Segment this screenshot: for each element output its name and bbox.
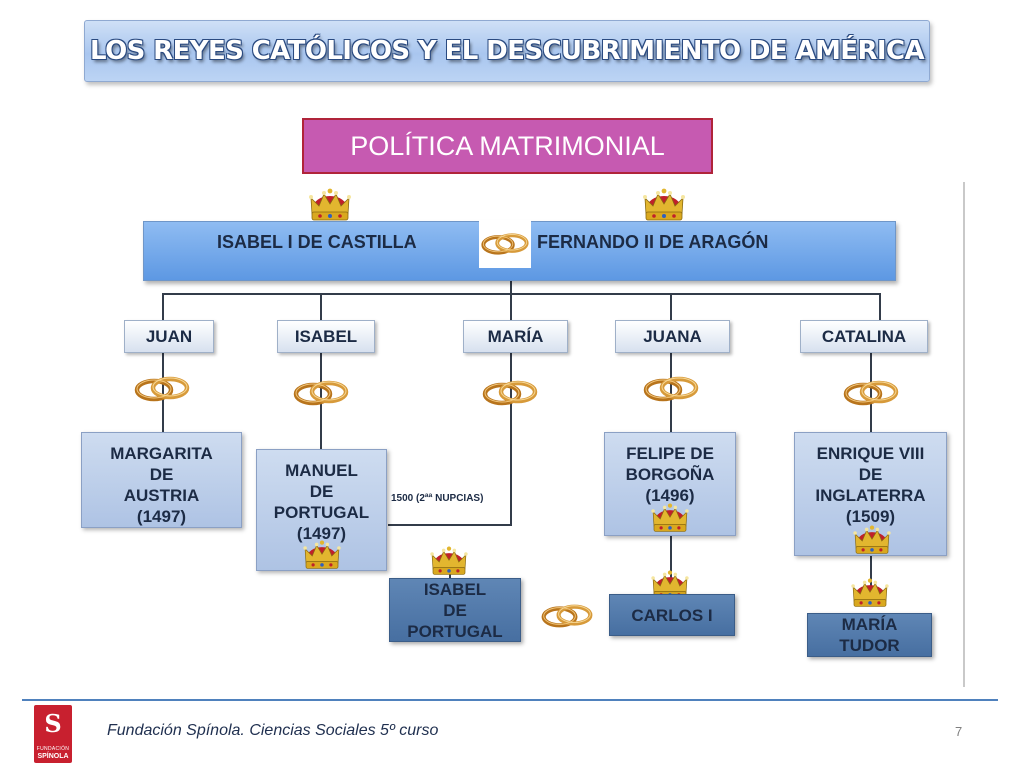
wedding-rings-icon — [537, 602, 597, 630]
descendant-text-line: CARLOS I — [631, 605, 713, 625]
child-isabel: ISABEL — [277, 320, 375, 353]
descendant-text-line: MARÍA — [841, 615, 898, 634]
logo-line2: SPÍNOLA — [37, 753, 69, 760]
connector-line — [510, 280, 512, 294]
page-title: LOS REYES CATÓLICOS Y EL DESCUBRIMIENTO … — [90, 36, 925, 66]
spouse-text-line: BORGOÑA — [625, 465, 715, 484]
connector-line — [670, 293, 672, 321]
section-title: POLÍTICA MATRIMONIAL — [350, 130, 665, 161]
logo-line1: FUNDACIÓN — [36, 746, 70, 752]
descendant-isabel-de-portugal: ISABEL DE PORTUGAL — [389, 578, 521, 642]
spouse-text-line: ENRIQUE VIII — [816, 444, 925, 463]
crown-icon — [308, 188, 352, 224]
wedding-rings-icon — [641, 374, 701, 404]
crown-icon — [302, 540, 342, 572]
right-divider — [963, 182, 965, 687]
spouse-text-line: (1497) — [136, 507, 187, 526]
connector-line — [870, 556, 872, 588]
second-marriage-note: 1500 (2ªª NUPCIAS) — [391, 493, 484, 504]
logo-monogram: S — [44, 709, 62, 738]
child-catalina: CATALINA — [800, 320, 928, 353]
spouse-text-line: DE — [149, 465, 174, 484]
footer-text: Fundación Spínola. Ciencias Sociales 5º … — [107, 722, 439, 739]
section-title-box: POLÍTICA MATRIMONIAL — [302, 118, 713, 174]
spouse-text-line: FELIPE DE — [626, 444, 714, 463]
descendant-text-line: DE — [443, 600, 467, 620]
connector-line — [670, 536, 672, 596]
descendant-carlos: CARLOS I — [609, 594, 735, 636]
parent-isabel-name: ISABEL I DE CASTILLA — [217, 232, 417, 252]
spouse-text-line: AUSTRIA — [123, 486, 200, 505]
descendant-text-line: PORTUGAL — [407, 621, 503, 641]
page-number: 7 — [955, 724, 963, 739]
child-maria: MARÍA — [463, 320, 568, 353]
parent-fernando-name: FERNANDO II DE ARAGÓN — [537, 232, 769, 252]
connector-line — [879, 293, 881, 321]
connector-line — [510, 353, 512, 526]
wedding-rings-icon — [291, 378, 351, 408]
spouse-text-line: (1497) — [296, 524, 347, 543]
connector-line — [162, 293, 164, 321]
crown-icon — [852, 525, 892, 557]
spouse-text-line: (1496) — [645, 486, 695, 505]
wedding-rings-icon — [480, 378, 540, 408]
connector-line — [388, 524, 512, 526]
parents-rings-box — [479, 220, 531, 268]
crown-icon — [650, 503, 690, 535]
page-title-bar: LOS REYES CATÓLICOS Y EL DESCUBRIMIENTO … — [84, 20, 930, 82]
wedding-rings-icon — [479, 229, 531, 259]
connector-line — [320, 293, 322, 321]
spouse-text-line: MANUEL — [285, 461, 358, 480]
spouse-text-line: MARGARITA — [110, 444, 213, 463]
spouse-margarita: MARGARITA DE AUSTRIA (1497) — [81, 432, 242, 528]
crown-icon — [850, 578, 890, 610]
connector-line — [670, 353, 672, 433]
wedding-rings-icon — [132, 374, 192, 404]
spouse-text-line: PORTUGAL — [273, 503, 370, 522]
descendant-maria-tudor: MARÍA TUDOR — [807, 613, 932, 657]
crown-icon — [642, 188, 686, 224]
connector-line — [162, 293, 881, 295]
descendant-text-line: TUDOR — [839, 636, 900, 655]
footer-divider — [22, 699, 998, 701]
spouse-text-line: INGLATERRA — [815, 486, 926, 505]
connector-line — [510, 293, 512, 321]
spouse-text-line: DE — [309, 482, 334, 501]
crown-icon — [429, 546, 469, 578]
descendant-text-line: ISABEL — [423, 579, 487, 599]
connector-line — [162, 353, 164, 433]
spouse-text-line: DE — [858, 465, 883, 484]
child-juana: JUANA — [615, 320, 730, 353]
connector-line — [870, 353, 872, 433]
spouse-text-line: (1509) — [845, 507, 896, 526]
child-juan: JUAN — [124, 320, 214, 353]
wedding-rings-icon — [841, 378, 901, 408]
fundacion-spinola-logo: S FUNDACIÓN SPÍNOLA — [34, 705, 72, 763]
